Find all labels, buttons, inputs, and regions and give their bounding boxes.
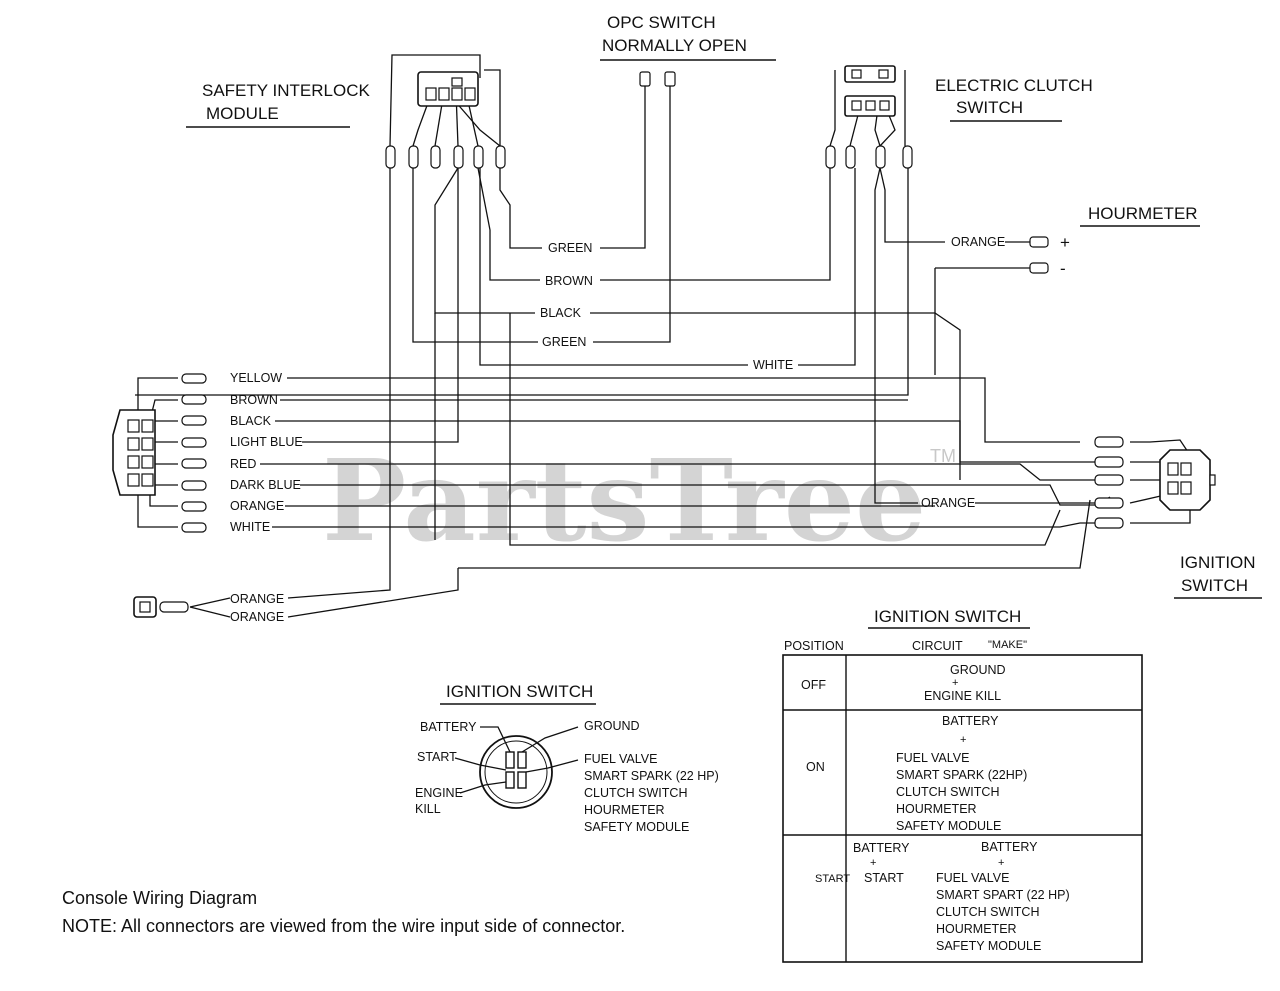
watermark: PartsTree TM (322, 436, 956, 567)
opc-switch-label-line2: NORMALLY OPEN (602, 36, 747, 55)
table-off-ground: GROUND (950, 663, 1006, 677)
footer-title: Console Wiring Diagram (62, 888, 257, 908)
wire-label-brown-top: BROWN (545, 274, 593, 288)
switch-item-safety: SAFETY MODULE (584, 820, 689, 834)
harness-label-brown: BROWN (230, 393, 278, 407)
wire-labels: GREEN BROWN BLACK GREEN WHITE ORANGE ORA… (230, 235, 1005, 624)
safety-module-label-line1: SAFETY INTERLOCK (202, 81, 370, 100)
table-on-plus: + (960, 734, 966, 746)
harness-label-red: RED (230, 457, 256, 471)
harness-label-orange: ORANGE (230, 499, 284, 513)
wire-label-black: BLACK (540, 306, 582, 320)
table-off-label: OFF (801, 678, 826, 692)
clutch-switch-label-line1: ELECTRIC CLUTCH (935, 76, 1093, 95)
table-off-engine-kill: ENGINE KILL (924, 689, 1001, 703)
table-title: IGNITION SWITCH (874, 607, 1021, 626)
bullet-terminals-top (385, 145, 913, 169)
ignition-switch-label-line1: IGNITION (1180, 553, 1256, 572)
ignition-switch-illustration: IGNITION SWITCH BATTERY START ENGINE KIL… (415, 682, 719, 834)
wire-label-green-mid: GREEN (542, 335, 586, 349)
switch-engine-label: ENGINE (415, 786, 463, 800)
wires (135, 54, 1191, 618)
wire-label-orange-ignition: ORANGE (921, 496, 975, 510)
footer-note: NOTE: All connectors are viewed from the… (62, 916, 625, 936)
harness-bullet-terminals (181, 373, 207, 533)
table-start-item-5: SAFETY MODULE (936, 939, 1041, 953)
table-on-item-5: SAFETY MODULE (896, 819, 1001, 833)
table-start-item-4: HOURMETER (936, 922, 1017, 936)
table-start-right-battery: BATTERY (981, 840, 1038, 854)
table-on-battery: BATTERY (942, 714, 999, 728)
switch-kill-label: KILL (415, 802, 441, 816)
wire-label-green-top: GREEN (548, 241, 592, 255)
switch-battery-label: BATTERY (420, 720, 477, 734)
footer: Console Wiring Diagram NOTE: All connect… (62, 888, 625, 936)
orange-connector (133, 596, 189, 618)
table-on-item-3: CLUTCH SWITCH (896, 785, 999, 799)
table-col-position: POSITION (784, 639, 844, 653)
watermark-text: PartsTree (322, 436, 926, 567)
table-start-right-plus: + (998, 857, 1004, 869)
watermark-tm: TM (930, 446, 956, 466)
hourmeter-minus: - (1060, 259, 1066, 278)
harness-label-yellow: YELLOW (230, 371, 282, 385)
table-col-circuit: CIRCUIT (912, 639, 963, 653)
clutch-switch-connector (844, 65, 896, 117)
safety-interlock-connector (417, 71, 479, 107)
ignition-switch-table: IGNITION SWITCH POSITION CIRCUIT "MAKE" … (782, 607, 1143, 963)
harness-label-white: WHITE (230, 520, 270, 534)
bottom-label-orange-2: ORANGE (230, 610, 284, 624)
table-start-item-1: FUEL VALVE (936, 871, 1009, 885)
table-col-make: "MAKE" (988, 639, 1027, 651)
ignition-switch-label-line2: SWITCH (1181, 576, 1248, 595)
wire-label-orange-hourmeter: ORANGE (951, 235, 1005, 249)
table-start-left-start: START (864, 871, 904, 885)
opc-switch-terminals (639, 71, 676, 87)
hourmeter-label: HOURMETER (1088, 204, 1198, 223)
hourmeter-terminals (1029, 236, 1049, 274)
switch-item-hourmeter: HOURMETER (584, 803, 665, 817)
safety-module-label-line2: MODULE (206, 104, 279, 123)
hourmeter-plus: + (1060, 233, 1070, 252)
harness-label-dark-blue: DARK BLUE (230, 478, 301, 492)
clutch-switch-label-line2: SWITCH (956, 98, 1023, 117)
harness-label-light-blue: LIGHT BLUE (230, 435, 303, 449)
switch-diagram-title: IGNITION SWITCH (446, 682, 593, 701)
component-labels: OPC SWITCH NORMALLY OPEN SAFETY INTERLOC… (186, 13, 1262, 599)
table-on-label: ON (806, 760, 825, 774)
table-start-left-plus: + (870, 857, 876, 869)
table-on-item-4: HOURMETER (896, 802, 977, 816)
wire-label-white: WHITE (753, 358, 793, 372)
table-on-item-1: FUEL VALVE (896, 751, 969, 765)
switch-start-label: START (417, 750, 457, 764)
bottom-label-orange-1: ORANGE (230, 592, 284, 606)
table-start-label: START (815, 873, 850, 885)
ignition-switch-connector (1094, 436, 1216, 529)
table-start-item-2: SMART SPART (22 HP) (936, 888, 1070, 902)
table-on-item-2: SMART SPARK (22HP) (896, 768, 1027, 782)
opc-switch-label-line1: OPC SWITCH (607, 13, 716, 32)
table-start-item-3: CLUTCH SWITCH (936, 905, 1039, 919)
table-off-plus: + (952, 677, 958, 689)
left-harness-connector (112, 409, 156, 496)
switch-item-clutch: CLUTCH SWITCH (584, 786, 687, 800)
harness-label-black: BLACK (230, 414, 272, 428)
switch-ground-label: GROUND (584, 719, 640, 733)
switch-item-fuel-valve: FUEL VALVE (584, 752, 657, 766)
table-start-left-battery: BATTERY (853, 841, 910, 855)
switch-item-smart-spark: SMART SPARK (22 HP) (584, 769, 719, 783)
